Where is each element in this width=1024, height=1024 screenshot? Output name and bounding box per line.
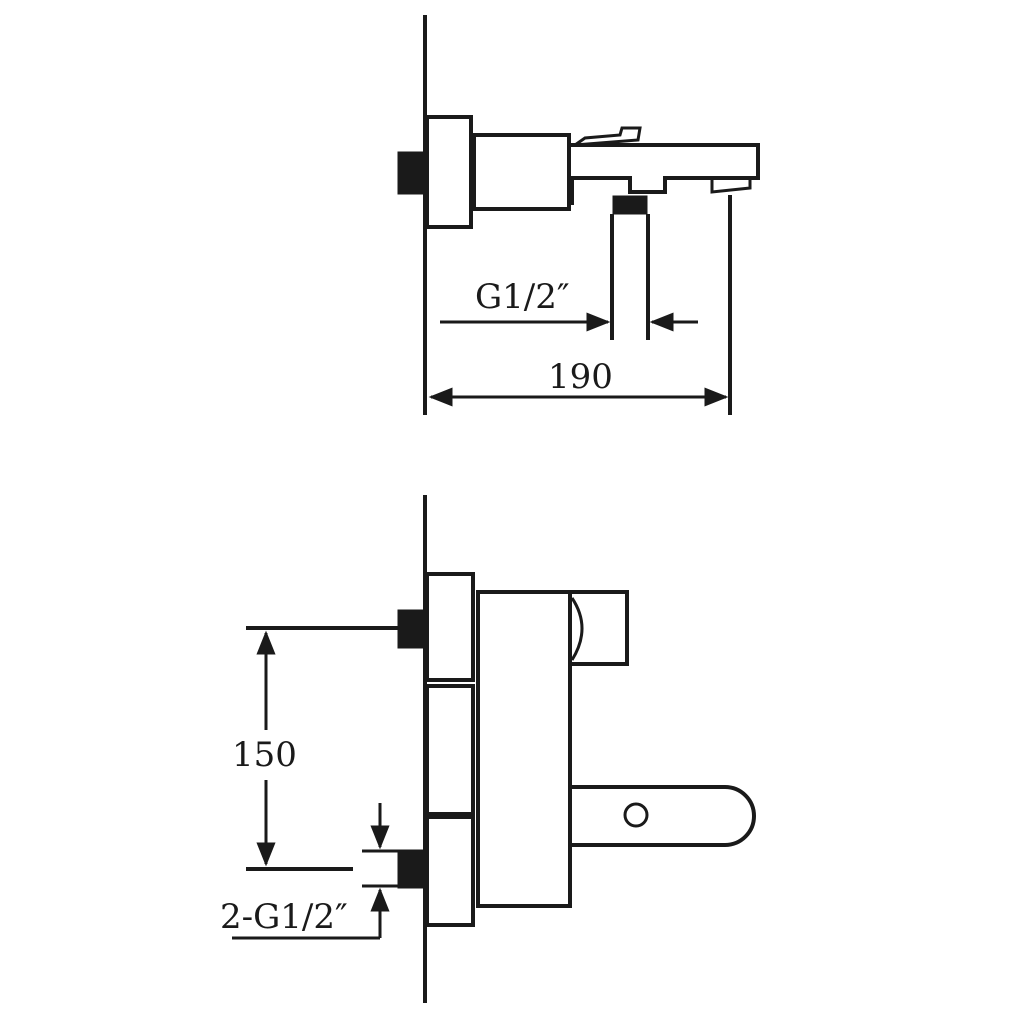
- wall-flange-top: [425, 115, 473, 229]
- aerator-front: [623, 802, 649, 828]
- top-view: G1/2″ 190: [397, 15, 760, 415]
- wall-nut-lower: [397, 849, 425, 889]
- lever-curve: [570, 597, 584, 661]
- flange-middle: [425, 684, 475, 816]
- flange-upper: [425, 572, 475, 682]
- front-view: 150 2-G1/2″: [220, 495, 756, 1003]
- aerator-top: [710, 178, 752, 194]
- spout-front: [570, 785, 756, 847]
- flange-lower: [425, 815, 475, 927]
- thread-label-front: 2-G1/2″: [220, 897, 348, 937]
- mixer-body-front: [476, 590, 572, 908]
- width-label: 190: [548, 357, 613, 397]
- wall-nut-top: [397, 151, 425, 195]
- wall-nut-upper: [397, 609, 425, 649]
- outlet-nut-top: [612, 195, 648, 215]
- height-label: 150: [232, 735, 297, 775]
- mixer-body-top: [472, 133, 571, 211]
- lever-block: [568, 590, 629, 666]
- thread-label-top: G1/2″: [475, 277, 570, 317]
- spout-top: [569, 143, 760, 205]
- diverter-knob: [574, 126, 642, 147]
